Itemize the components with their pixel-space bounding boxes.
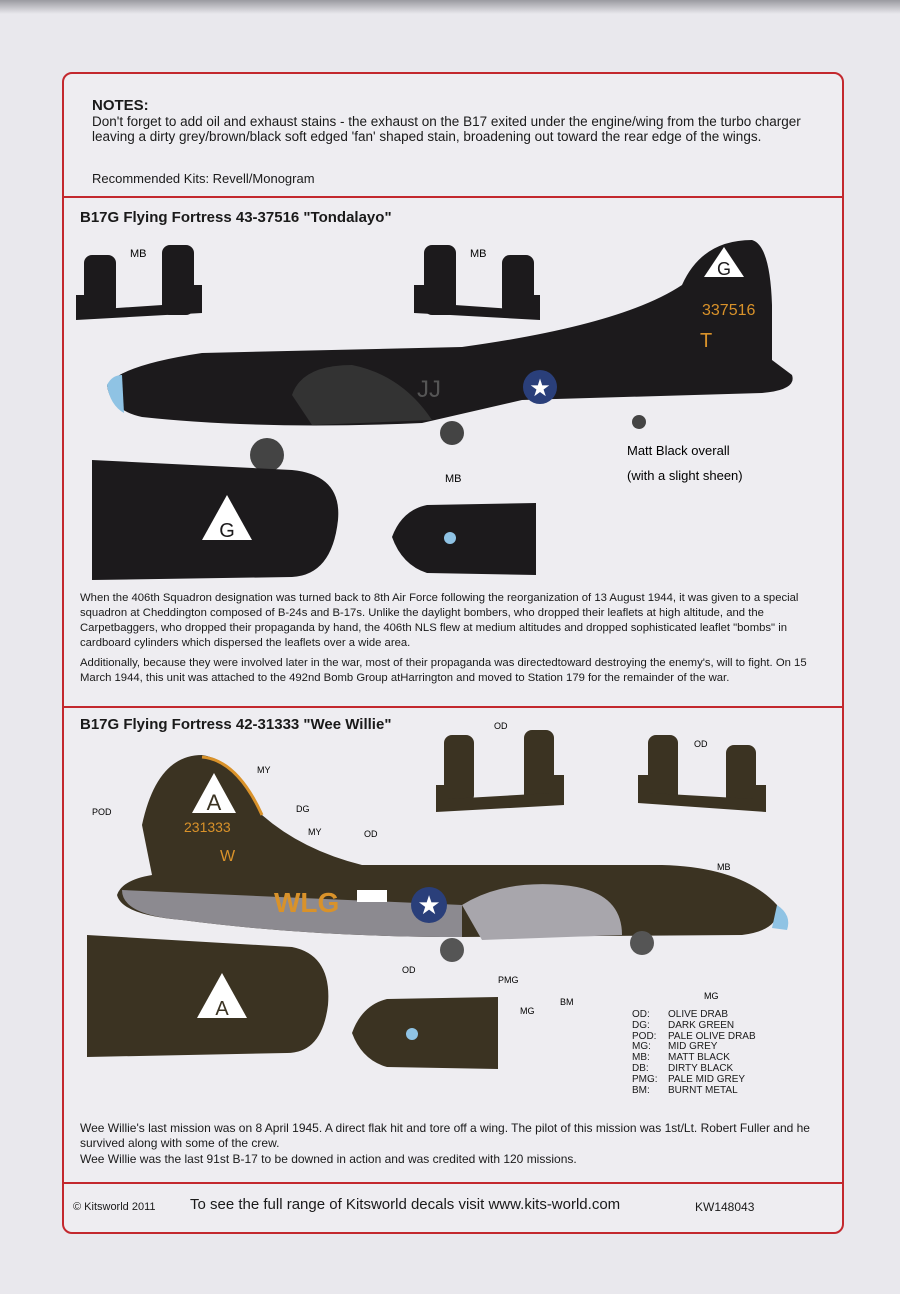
legend-code: DB:: [632, 1062, 649, 1074]
svg-text:★: ★: [529, 375, 551, 402]
divider: [62, 196, 844, 198]
callout-od: OD: [494, 721, 508, 731]
legend-code: POD:: [632, 1030, 657, 1042]
aircraft2-callouts: MY POD DG MY OD MB PMG MG BM MG OD: [92, 765, 731, 1016]
upper-turret-view-left: [76, 245, 202, 320]
aircraft1-title: B17G Flying Fortress 43-37516 "Tondalayo…: [80, 209, 392, 226]
callout-mb: MB: [445, 473, 462, 485]
legend-name: OLIVE DRAB: [668, 1009, 729, 1020]
callout-od: OD: [694, 739, 708, 749]
callout-pod: POD: [92, 807, 112, 817]
legend-name: DARK GREEN: [668, 1019, 735, 1031]
notes-text: Don't forget to add oil and exhaust stai…: [92, 114, 801, 144]
tail-letter: G: [717, 259, 731, 279]
divider: [62, 706, 844, 708]
nose-top-view: [392, 503, 536, 575]
aircraft1-side-view: G 337516 T JJ ★: [107, 240, 793, 472]
callout-od: OD: [402, 965, 416, 975]
callout-mg: MG: [520, 1006, 535, 1016]
callout-dg: DG: [296, 804, 310, 814]
tail-serial: 337516: [702, 302, 755, 319]
wing-underside-view: A: [87, 935, 329, 1057]
divider: [62, 1182, 844, 1184]
aircraft1-description-2: Additionally, because they were involved…: [80, 657, 807, 684]
scan-edge: [0, 0, 900, 14]
aircraft2-side-view: A 231333 W WLG ★: [117, 755, 789, 962]
tail-code: T: [700, 330, 712, 352]
legend-name: PALE OLIVE DRAB: [668, 1030, 756, 1042]
callout-mb: MB: [470, 248, 487, 260]
product-code: KW148043: [695, 1200, 755, 1214]
aircraft2-drawings: OD OD A 231333 W WLG ★ MY POD DG MY OD M…: [87, 721, 789, 1069]
colour-legend: OD: OLIVE DRAB DG: DARK GREEN POD: PALE OLI…: [632, 1009, 756, 1096]
finish-text: Matt Black overall: [627, 443, 730, 458]
callout-my: MY: [257, 765, 271, 775]
callout-od: OD: [364, 829, 378, 839]
wing-letter: G: [219, 520, 235, 542]
aircraft1-drawings: MB MB G 337516 T JJ ★ Matt Black overall…: [76, 240, 793, 580]
recommended-kits: Recommended Kits: Revell/Monogram: [92, 171, 315, 186]
tail-letter: A: [207, 790, 222, 815]
wing-underside-view: G: [92, 460, 339, 580]
svg-text:★: ★: [417, 890, 440, 920]
notes-heading: NOTES:: [92, 97, 149, 114]
upper-turret-view-right: [414, 245, 540, 320]
legend-name: MATT BLACK: [668, 1052, 730, 1064]
aircraft1-description-1: When the 406th Squadron designation was …: [80, 592, 799, 649]
aircraft2-description-1: Wee Willie's last mission was on 8 April…: [80, 1121, 810, 1150]
legend-code: OD:: [632, 1009, 650, 1020]
wing-letter: A: [215, 998, 229, 1020]
finish-note: (with a slight sheen): [627, 468, 743, 483]
callout-my: MY: [308, 827, 322, 837]
nose-top-view: [352, 997, 498, 1069]
legend-name: DIRTY BLACK: [668, 1062, 734, 1074]
upper-turret-views: [436, 730, 766, 812]
legend-name: BURNT METAL: [668, 1084, 738, 1096]
legend-code: BM:: [632, 1084, 650, 1096]
callout-mg: MG: [704, 991, 719, 1001]
fuselage-code: JJ: [417, 376, 441, 403]
footer-promo: To see the full range of Kitsworld decal…: [190, 1196, 621, 1213]
copyright: © Kitsworld 2011: [73, 1201, 156, 1213]
legend-code: MG:: [632, 1041, 651, 1053]
aircraft2-title: B17G Flying Fortress 42-31333 "Wee Willi…: [80, 716, 392, 733]
legend-name: PALE MID GREY: [668, 1073, 746, 1085]
aircraft2-description-2: Wee Willie was the last 91st B-17 to be …: [80, 1152, 577, 1166]
tail-code: W: [220, 848, 236, 865]
legend-code: DG:: [632, 1019, 650, 1031]
legend-code: PMG:: [632, 1073, 658, 1085]
fuselage-code: WLG: [274, 887, 339, 918]
legend-name: MID GREY: [668, 1041, 718, 1053]
callout-pmg: PMG: [498, 975, 519, 985]
callout-mb: MB: [130, 248, 147, 260]
callout-bm: BM: [560, 997, 574, 1007]
callout-mb: MB: [717, 862, 731, 872]
legend-code: MB:: [632, 1052, 650, 1064]
tail-serial: 231333: [184, 819, 231, 835]
